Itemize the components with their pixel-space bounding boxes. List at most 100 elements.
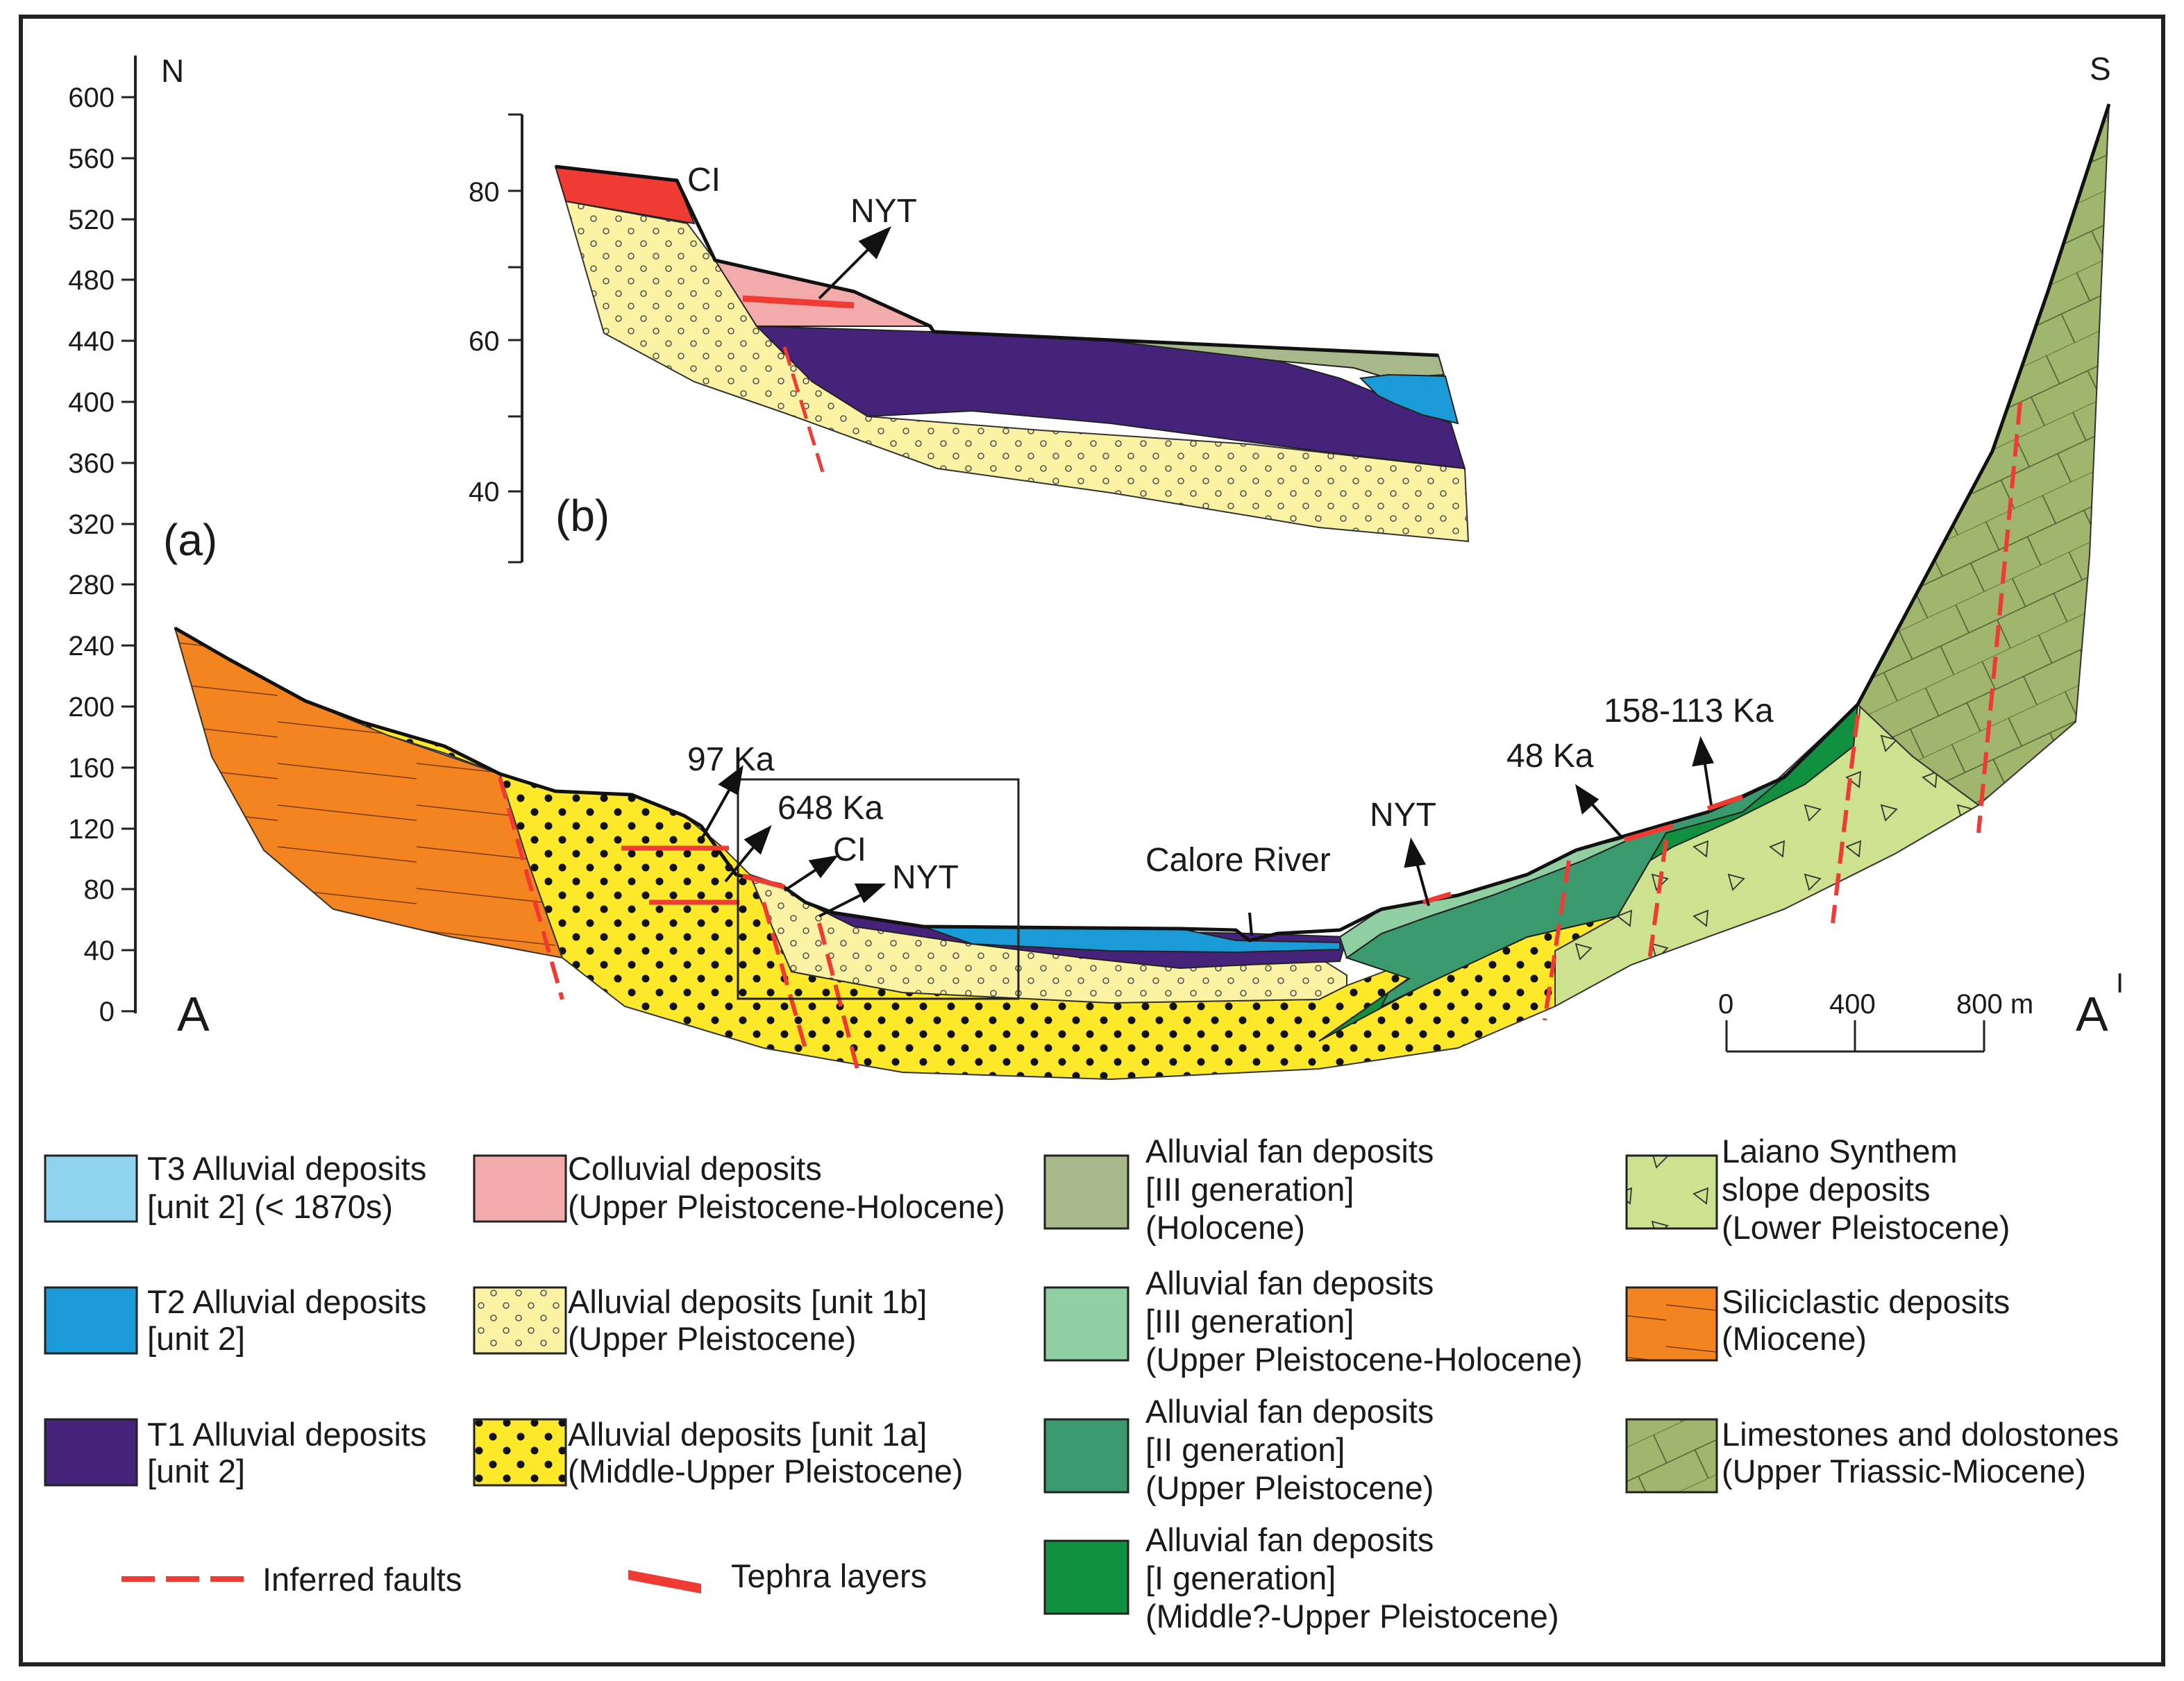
legend-swatch-t2 [44, 1286, 138, 1355]
legend: T3 Alluvial deposits [unit 2] (< 1870s) … [44, 1133, 2119, 1634]
legend-swatch-fan-2 [1043, 1418, 1129, 1494]
main-tick-40: 40 [84, 936, 115, 966]
label-nyt-right: NYT [1370, 797, 1436, 834]
legend-text-silic-1: Siliciclastic deposits [1722, 1283, 2010, 1320]
legend-text-t3-1: T3 Alluvial deposits [147, 1150, 426, 1187]
legend-swatch-laiano [1625, 1154, 1718, 1230]
legend-text-unit-1a-1: Alluvial deposits [unit 1a] [568, 1416, 927, 1453]
main-tick-360: 360 [68, 448, 115, 479]
legend-text-fan2-3: (Upper Pleistocene) [1145, 1469, 1434, 1506]
legend-swatch-t3 [44, 1154, 138, 1223]
legend-swatch-fan-3-uph [1043, 1286, 1129, 1362]
legend-text-colluvial-2: (Upper Pleistocene-Holocene) [568, 1188, 1005, 1225]
inset-profile [555, 164, 1439, 357]
section-end-mark: I [2116, 968, 2124, 999]
legend-text-fan3h-1: Alluvial fan deposits [1145, 1133, 1434, 1169]
legend-swatch-fan-3-holocene [1043, 1154, 1129, 1230]
scale-label-400: 400 [1829, 989, 1876, 1020]
main-annotation-arrows [700, 736, 1715, 936]
main-section: 600 560 520 480 440 400 360 320 280 240 … [68, 51, 2124, 1081]
label-97-ka: 97 Ka [687, 741, 775, 778]
inset-arrow [818, 226, 891, 300]
inset-axis-ticks [508, 113, 522, 564]
main-tick-0: 0 [99, 997, 115, 1027]
label-calore-river: Calore River [1145, 842, 1331, 879]
inset-label-nyt: NYT [850, 193, 917, 230]
topographic-profile [174, 103, 2111, 943]
main-tick-240: 240 [68, 631, 115, 661]
main-axis-ticks [121, 96, 135, 1013]
main-tick-280: 280 [68, 570, 115, 600]
figure-frame [19, 15, 2165, 1666]
main-tick-320: 320 [68, 509, 115, 540]
main-tick-560: 560 [68, 144, 115, 174]
legend-text-t2-1: T2 Alluvial deposits [147, 1283, 426, 1320]
legend-text-t1-1: T1 Alluvial deposits [147, 1416, 426, 1453]
main-tick-600: 600 [68, 83, 115, 113]
legend-text-fan2-1: Alluvial fan deposits [1145, 1393, 1434, 1430]
main-tick-80: 80 [84, 875, 115, 905]
legend-swatch-unit-1a [473, 1418, 567, 1487]
legend-swatch-colluvial [473, 1154, 567, 1223]
legend-swatch-siliciclastic [1625, 1286, 1718, 1362]
section-end-label: A [2076, 987, 2108, 1041]
scale-label-800: 800 m [1956, 989, 2033, 1020]
panel-b-label: (b) [555, 491, 610, 541]
section-start-label: A [177, 987, 210, 1041]
legend-swatch-fan-1 [1043, 1539, 1129, 1615]
inset-fan-3-holocene [930, 331, 1445, 380]
legend-text-faults: Inferred faults [262, 1561, 462, 1598]
legend-text-fan3uh-2: [III generation] [1145, 1303, 1354, 1340]
main-tick-440: 440 [68, 326, 115, 357]
main-tick-120: 120 [68, 814, 115, 845]
label-ci-main: CI [833, 831, 866, 868]
inset-tick-40: 40 [469, 477, 500, 507]
legend-text-t3-2: [unit 2] (< 1870s) [147, 1188, 393, 1225]
legend-text-fan2-2: [II generation] [1145, 1431, 1345, 1468]
inset-t2 [1359, 373, 1459, 425]
legend-text-t2-2: [unit 2] [147, 1320, 245, 1357]
legend-text-silic-2: (Miocene) [1722, 1320, 1867, 1357]
label-48-ka: 48 Ka [1506, 738, 1594, 775]
legend-text-fan3uh-1: Alluvial fan deposits [1145, 1265, 1434, 1301]
limestone-unit [1856, 103, 2110, 806]
inset-section: 80 60 40 CI NYT (b) [469, 113, 1470, 564]
label-648-ka: 648 Ka [778, 790, 883, 827]
inset-tick-80: 80 [469, 177, 500, 208]
main-tick-480: 480 [68, 265, 115, 296]
legend-text-lime-2: (Upper Triassic-Miocene) [1722, 1453, 2086, 1489]
inset-label-ci: CI [687, 162, 721, 198]
main-tick-160: 160 [68, 753, 115, 784]
scale-label-0: 0 [1718, 989, 1733, 1020]
legend-swatch-unit-1b [473, 1286, 567, 1355]
legend-text-laiano-3: (Lower Pleistocene) [1722, 1209, 2010, 1246]
label-nyt-left: NYT [892, 859, 959, 896]
main-tick-200: 200 [68, 692, 115, 723]
legend-swatch-limestone [1625, 1418, 1718, 1494]
main-tick-520: 520 [68, 205, 115, 235]
legend-text-fan3h-2: [III generation] [1145, 1171, 1354, 1208]
inset-tick-60: 60 [469, 326, 500, 357]
legend-text-lime-1: Limestones and dolostones [1722, 1416, 2119, 1453]
legend-text-unit-1b-1: Alluvial deposits [unit 1b] [568, 1283, 927, 1320]
scale-bar [1725, 1020, 1985, 1053]
legend-text-fan1-2: [I generation] [1145, 1560, 1336, 1596]
legend-text-colluvial-1: Colluvial deposits [568, 1150, 822, 1187]
legend-text-fan3uh-3: (Upper Pleistocene-Holocene) [1145, 1341, 1583, 1378]
legend-symbol-tephra [628, 1570, 701, 1594]
legend-swatch-t1 [44, 1418, 138, 1487]
legend-text-t1-2: [unit 2] [147, 1453, 245, 1489]
label-158-113-ka: 158-113 Ka [1604, 693, 1774, 729]
inset-fault [782, 346, 825, 473]
inferred-faults [498, 402, 2022, 1070]
legend-text-laiano-2: slope deposits [1722, 1171, 1930, 1208]
main-axis-labels: 600 560 520 480 440 400 360 320 280 240 … [68, 83, 115, 1027]
main-tick-400: 400 [68, 387, 115, 418]
south-label: S [2090, 51, 2111, 87]
inset-nyt-tephra [742, 295, 855, 309]
north-label: N [161, 53, 184, 89]
legend-text-unit-1a-2: (Middle-Upper Pleistocene) [568, 1453, 963, 1489]
tephra-layers [621, 794, 1744, 905]
inset-outline-box [737, 778, 1020, 1000]
